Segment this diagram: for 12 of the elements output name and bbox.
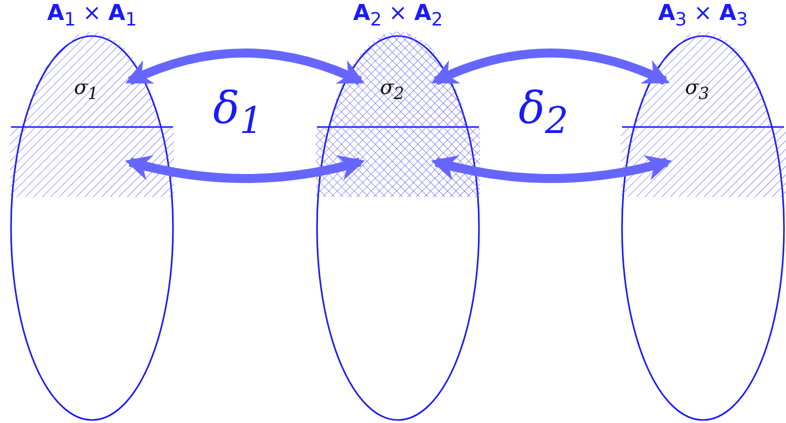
set-label: A$_{3}$ × A$_{3}$ [657, 1, 749, 30]
double-arrow [431, 48, 670, 86]
set-label: A$_{2}$ × A$_{2}$ [352, 1, 444, 30]
double-arrow [124, 154, 366, 183]
region-label: σ$_{3}$ [685, 75, 710, 103]
region-label: σ$_{2}$ [380, 75, 404, 103]
region-label: σ$_{1}$ [74, 75, 98, 103]
double-arrow [125, 48, 365, 86]
double-arrow [430, 154, 672, 183]
edge-label: δ$_{2}$ [518, 83, 568, 142]
edge-label: δ$_{1}$ [213, 83, 263, 142]
set-label: A$_{1}$ × A$_{1}$ [46, 1, 138, 30]
